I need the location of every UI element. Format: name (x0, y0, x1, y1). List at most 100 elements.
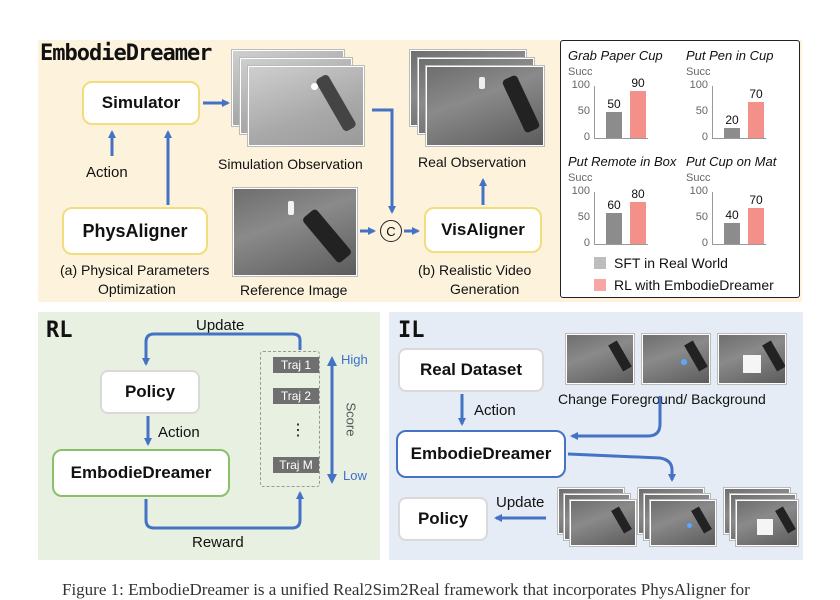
il-source-image-3 (718, 334, 786, 384)
arrow-il-dreamer-to-videos (567, 452, 676, 482)
arrow-sim-obs-to-concat (372, 108, 396, 214)
chart-2-ytick-2: 50 (695, 105, 708, 117)
il-action-label: Action (474, 402, 516, 419)
rl-panel (38, 312, 380, 560)
chart-title-4: Put Cup on Mat (686, 154, 777, 169)
top-action-label: Action (86, 164, 128, 181)
legend-label-rl: RL with EmbodieDreamer (614, 277, 774, 293)
chart-4-xaxis (712, 244, 766, 245)
il-update-label: Update (496, 494, 545, 511)
chart-2-yaxis (712, 86, 713, 138)
chart-4-ytick-1: 100 (689, 185, 708, 197)
il-gen3-mat (757, 519, 773, 535)
caption-b-line2: Generation (450, 281, 520, 297)
simulator-box: Simulator (82, 81, 200, 125)
il-source-image-2 (642, 334, 710, 384)
il-src3-mat (743, 355, 761, 373)
top-title: EmbodieDreamer (40, 41, 212, 66)
chart-title-3: Put Remote in Box (568, 154, 677, 169)
ref-cup (288, 201, 294, 215)
chart-4-bar-2-label: 70 (749, 192, 763, 207)
rl-action-label: Action (158, 424, 200, 441)
caption-a-line1: (a) Physical Parameters (60, 262, 210, 278)
legend-label-sft: SFT in Real World (614, 255, 728, 271)
score-high-label: High (341, 352, 368, 367)
chart-1-ytick-3: 0 (583, 131, 590, 143)
chart-1-bar-2-label: 90 (631, 76, 645, 91)
il-source-image-1 (566, 334, 634, 384)
chart-3-xaxis (594, 244, 648, 245)
figure-caption: Figure 1: EmbodieDreamer is a unified Re… (62, 580, 750, 599)
chart-4-ytick-2: 50 (695, 211, 708, 223)
arrow-rl-update (142, 332, 302, 366)
chart-3-bar-1-label: 60 (607, 197, 621, 212)
arrow-rl-reward (144, 491, 304, 530)
caption-b-line1: (b) Realistic Video (418, 262, 532, 278)
chart-4-ytick-3: 0 (701, 237, 708, 249)
chart-1-bar-1-label: 50 (607, 97, 621, 111)
chart-1-xaxis (594, 138, 648, 139)
chart-2-ytick-1: 100 (689, 79, 708, 91)
physaligner-box: PhysAligner (62, 207, 208, 255)
rl-policy-box: Policy (100, 370, 200, 414)
real-cup (479, 77, 485, 89)
chart-3-ytick-3: 0 (583, 237, 590, 249)
il-gen2-blue (687, 523, 692, 528)
traj-m: Traj M (273, 457, 319, 473)
traj-bracket (260, 351, 320, 487)
chart-title-2: Put Pen in Cup (686, 48, 774, 63)
rl-update-label: Update (196, 317, 245, 334)
real-obs-image (426, 66, 544, 146)
score-low-label: Low (343, 468, 367, 483)
chart-3-yaxis (594, 192, 595, 244)
chart-3-ytick-2: 50 (577, 211, 590, 223)
il-change-label: Change Foreground/ Background (558, 391, 766, 407)
il-src2-blue (681, 359, 687, 365)
chart-2-xaxis (712, 138, 766, 139)
rl-title: RL (46, 318, 73, 343)
chart-1-bar-1 (606, 112, 622, 138)
chart-4-yaxis (712, 192, 713, 244)
caption-a-line2: Optimization (98, 281, 176, 297)
chart-ylabel-4: Succ (686, 172, 711, 184)
traj-2: Traj 2 (273, 388, 319, 404)
chart-2-bar-1-label: 20 (725, 112, 739, 127)
arrow-il-change-to-dreamer (570, 396, 662, 440)
sim-obs-label: Simulation Observation (218, 156, 363, 172)
rl-reward-label: Reward (192, 534, 244, 551)
traj-dots: ⋮ (290, 422, 306, 439)
chart-1-ytick-2: 50 (577, 105, 590, 117)
rl-dreamer-box: EmbodieDreamer (52, 449, 230, 497)
chart-1-ytick-1: 100 (571, 79, 590, 91)
chart-2-bar-2-label: 70 (749, 86, 763, 101)
score-axis-up-head (327, 356, 337, 366)
chart-4-bar-2 (748, 207, 764, 244)
concat-symbol: C (380, 220, 402, 242)
chart-ylabel-2: Succ (686, 66, 711, 78)
traj-1: Traj 1 (273, 357, 319, 373)
chart-2-bar-1 (724, 127, 740, 138)
chart-2-ytick-3: 0 (701, 131, 708, 143)
chart-ylabel-3: Succ (568, 172, 593, 184)
il-dreamer-box: EmbodieDreamer (396, 430, 566, 478)
il-real-dataset-box: Real Dataset (398, 348, 544, 392)
chart-ylabel-1: Succ (568, 66, 593, 78)
sim-obs-image (248, 66, 364, 146)
results-panel (560, 40, 800, 298)
chart-3-bar-2 (630, 202, 646, 244)
il-policy-box: Policy (398, 497, 488, 541)
chart-title-1: Grab Paper Cup (568, 48, 663, 63)
chart-2-bar-2 (748, 101, 764, 138)
il-gen-stack1 (570, 500, 636, 546)
legend-swatch-rl (594, 279, 606, 291)
il-gen-stack2 (650, 500, 716, 546)
legend-swatch-sft (594, 257, 606, 269)
chart-3-bar-2-label: 80 (631, 187, 645, 202)
il-gen-stack3 (736, 500, 798, 546)
chart-1-yaxis (594, 86, 595, 138)
chart-3-ytick-1: 100 (571, 185, 590, 197)
chart-1-bar-2 (630, 91, 646, 138)
chart-3-bar-1 (606, 212, 622, 244)
score-axis-down-head (327, 474, 337, 484)
